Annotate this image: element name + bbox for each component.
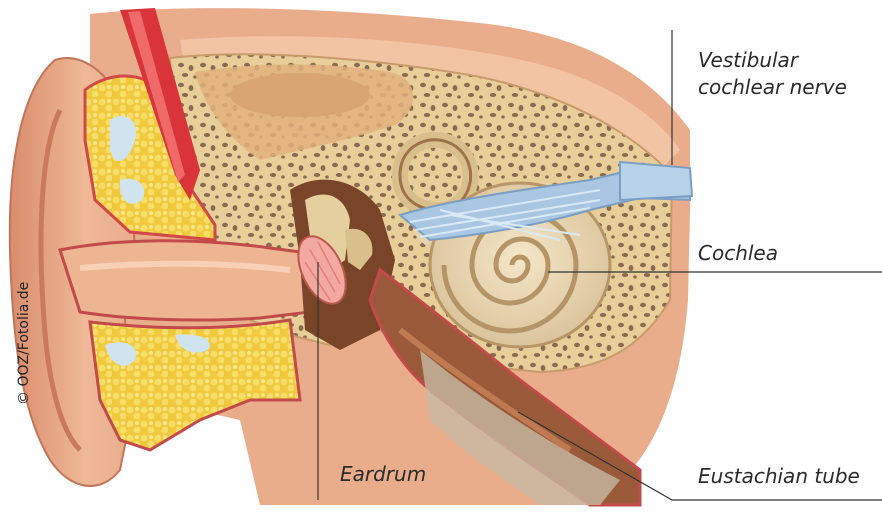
- label-cochlea: Cochlea: [698, 240, 778, 267]
- label-eustachian-tube: Eustachian tube: [698, 463, 860, 490]
- image-credit: © OOZ/Fotolia.de: [16, 282, 32, 405]
- ear-canal: [60, 241, 310, 320]
- label-vestibular-cochlear-nerve: Vestibular cochlear nerve: [698, 47, 868, 101]
- label-vestibular-line1: Vestibular: [698, 47, 868, 74]
- label-vestibular-line2: cochlear nerve: [698, 74, 868, 101]
- label-eardrum: Eardrum: [340, 461, 426, 488]
